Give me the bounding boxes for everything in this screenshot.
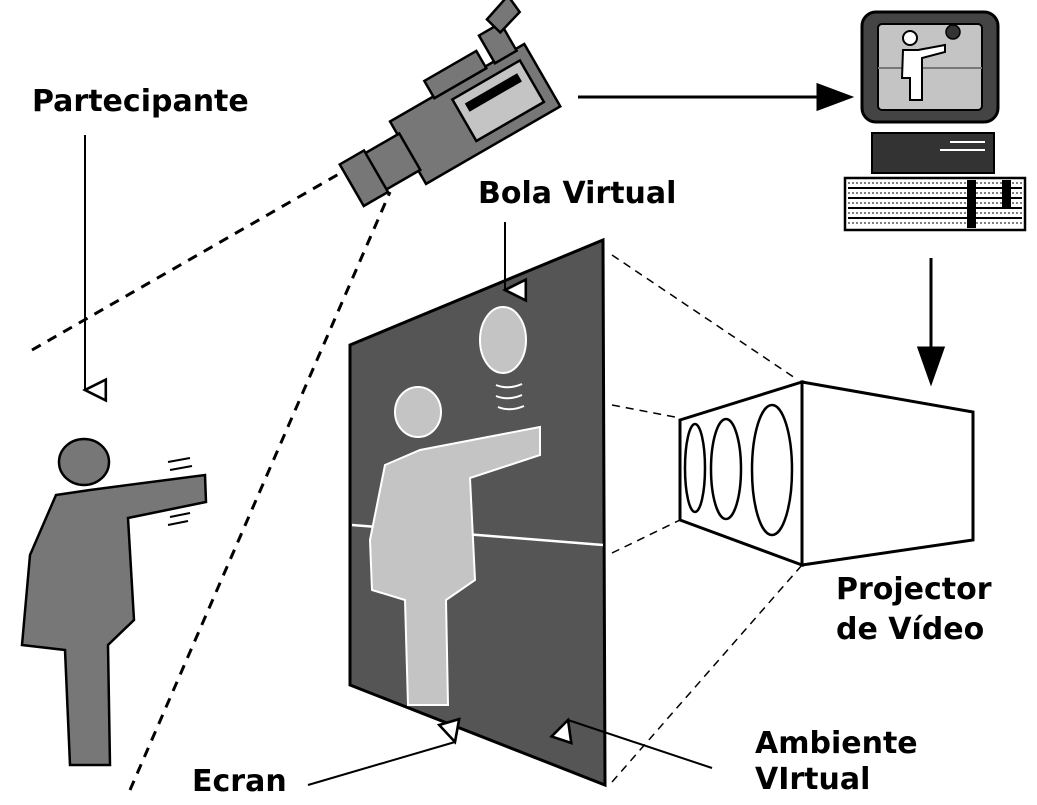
camera-to-computer-arrowhead xyxy=(816,82,855,112)
screen-label: Ecran xyxy=(192,764,287,799)
projector-icon xyxy=(678,379,975,568)
camera-view-lines xyxy=(31,153,392,791)
virtual-ball-motion-lines xyxy=(495,383,525,411)
virtual-ball-label: Bola Virtual xyxy=(478,176,677,211)
projected-silhouette xyxy=(368,386,541,706)
environment-label-line2: VIrtual xyxy=(755,762,871,797)
projector-label-line1: Projector xyxy=(836,572,992,607)
projection-screen xyxy=(348,237,607,788)
participant-label: Partecipante xyxy=(32,84,249,119)
computer-to-projector-arrowhead xyxy=(916,346,946,387)
projector-label-line2: de Vídeo xyxy=(836,612,985,647)
computer-icon xyxy=(843,10,1027,232)
video-camera-icon xyxy=(338,0,562,208)
participant-figure xyxy=(20,437,208,767)
virtual-ball xyxy=(479,306,527,374)
keyboard-keys xyxy=(848,180,1022,228)
participant-motion-lines xyxy=(167,457,193,526)
label-pointers xyxy=(85,135,713,786)
data-flow-arrows xyxy=(578,82,946,387)
environment-label-line1: Ambiente xyxy=(755,726,918,761)
